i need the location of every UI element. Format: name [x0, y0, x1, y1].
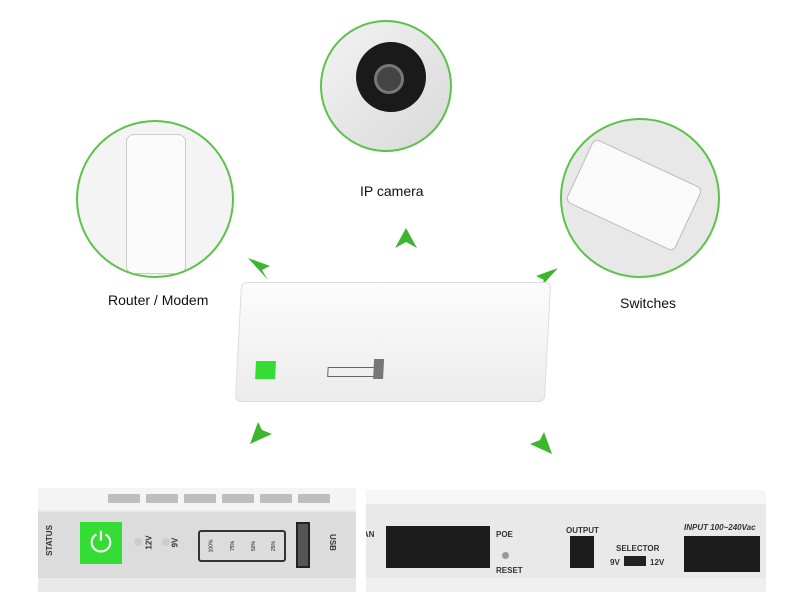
switches-label: Switches	[620, 295, 677, 311]
ip-camera-label: IP camera	[360, 183, 424, 199]
12v-led	[134, 538, 142, 546]
9v-label: 9V	[170, 537, 180, 548]
input-label: INPUT 100~240Vac	[684, 523, 756, 532]
battery-level-100: 100%	[208, 539, 215, 553]
status-label: STATUS	[44, 525, 54, 556]
12v-label: 12V	[144, 535, 154, 550]
arrow-down-right-icon	[530, 432, 552, 454]
output-label: OUTPUT	[566, 526, 599, 535]
rear-panel: LAN POE RESET OUTPUT SELECTOR 9V 12V INP…	[366, 490, 766, 592]
lan-label: LAN	[366, 530, 375, 539]
selector-12v-label: 12V	[650, 558, 665, 567]
9v-led	[162, 538, 170, 546]
battery-level-50: 50%	[250, 540, 257, 552]
battery-level-25: 25%	[270, 540, 277, 552]
battery-level-75: 75%	[230, 540, 237, 552]
usb-port[interactable]	[296, 522, 310, 568]
selector-9v-label: 9V	[610, 558, 620, 567]
reset-label: RESET	[496, 566, 523, 575]
ac-input-socket[interactable]	[684, 536, 760, 572]
power-button[interactable]: ⏻	[80, 522, 122, 564]
arrow-down-left-icon	[250, 422, 272, 444]
usb-label: USB	[327, 534, 337, 551]
output-jack[interactable]	[570, 536, 594, 568]
arrow-left-icon	[248, 258, 270, 280]
battery-indicator: 100% 75% 50% 25%	[198, 530, 286, 562]
router-image	[76, 120, 234, 278]
selector-label: SELECTOR	[616, 544, 660, 553]
poe-label: POE	[496, 530, 513, 539]
switch-image	[560, 118, 720, 278]
lan-ports[interactable]	[386, 526, 490, 568]
ups-device	[234, 282, 552, 402]
reset-button[interactable]	[502, 552, 509, 559]
voltage-selector-switch[interactable]	[624, 556, 646, 566]
arrow-up-icon	[395, 228, 417, 248]
router-label: Router / Modem	[108, 292, 209, 308]
front-panel: STATUS ⏻ 12V 9V 100% 75% 50% 25% USB	[38, 488, 356, 592]
ip-camera-image	[320, 20, 452, 152]
